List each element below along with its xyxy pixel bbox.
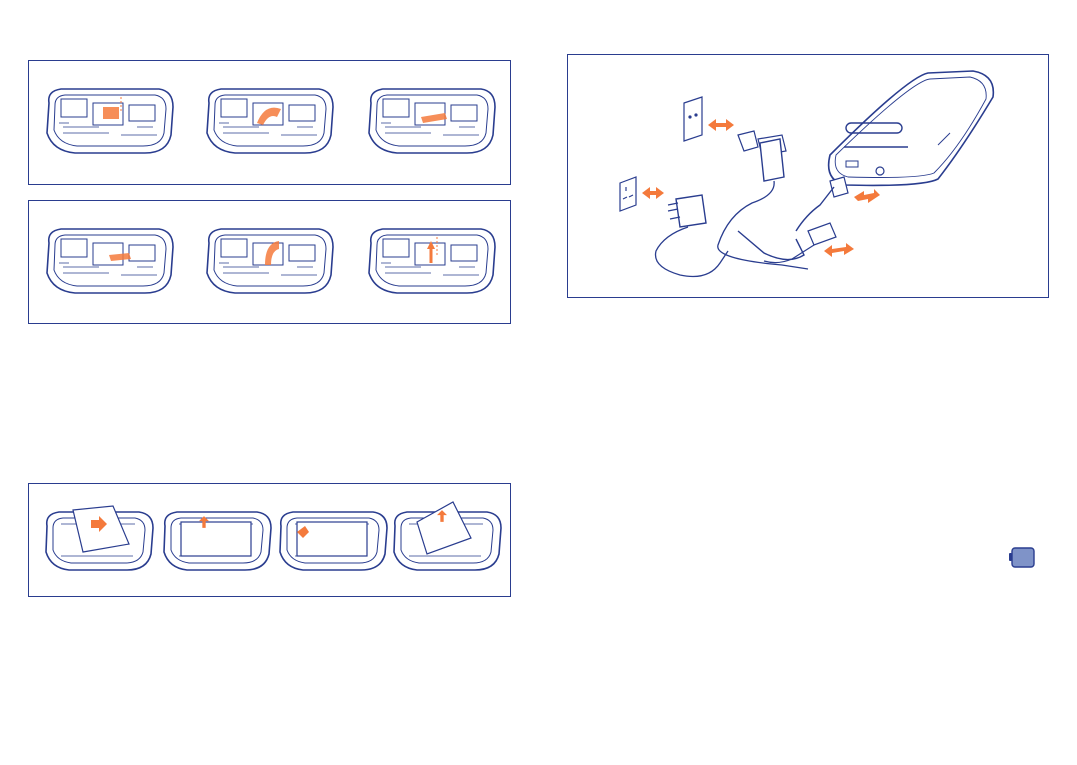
sim-step-3-illustration bbox=[361, 83, 501, 158]
sim-step-4-illustration bbox=[39, 223, 179, 298]
eu-socket-illustration bbox=[684, 97, 702, 141]
sim-remove-figure-panel bbox=[28, 200, 511, 324]
connect-phone-arrow-icon bbox=[854, 189, 880, 203]
phone-illustration bbox=[829, 71, 994, 185]
sim-step-6-illustration bbox=[361, 223, 501, 298]
uk-socket-illustration bbox=[620, 177, 636, 211]
battery-step-4-illustration bbox=[387, 504, 507, 574]
uk-plug-in-arrow-icon bbox=[642, 187, 664, 199]
battery-step-3-illustration bbox=[273, 504, 393, 574]
battery-step-2-illustration bbox=[157, 504, 277, 574]
battery-step-1-illustration bbox=[39, 504, 159, 574]
eu-charger-illustration bbox=[718, 131, 808, 269]
charger-connection-illustration bbox=[568, 55, 1050, 299]
plug-in-arrow-icon bbox=[708, 119, 734, 131]
battery-figure-panel bbox=[28, 483, 511, 597]
charger-figure-panel bbox=[567, 54, 1049, 298]
battery-icon bbox=[1009, 546, 1037, 570]
sim-insert-figure-panel bbox=[28, 60, 511, 185]
uk-charger-illustration bbox=[656, 195, 729, 277]
sim-step-5-illustration bbox=[199, 223, 339, 298]
connect-usb-arrow-icon bbox=[824, 243, 854, 257]
sim-step-2-illustration bbox=[199, 83, 339, 158]
sim-step-1-illustration bbox=[39, 83, 179, 158]
